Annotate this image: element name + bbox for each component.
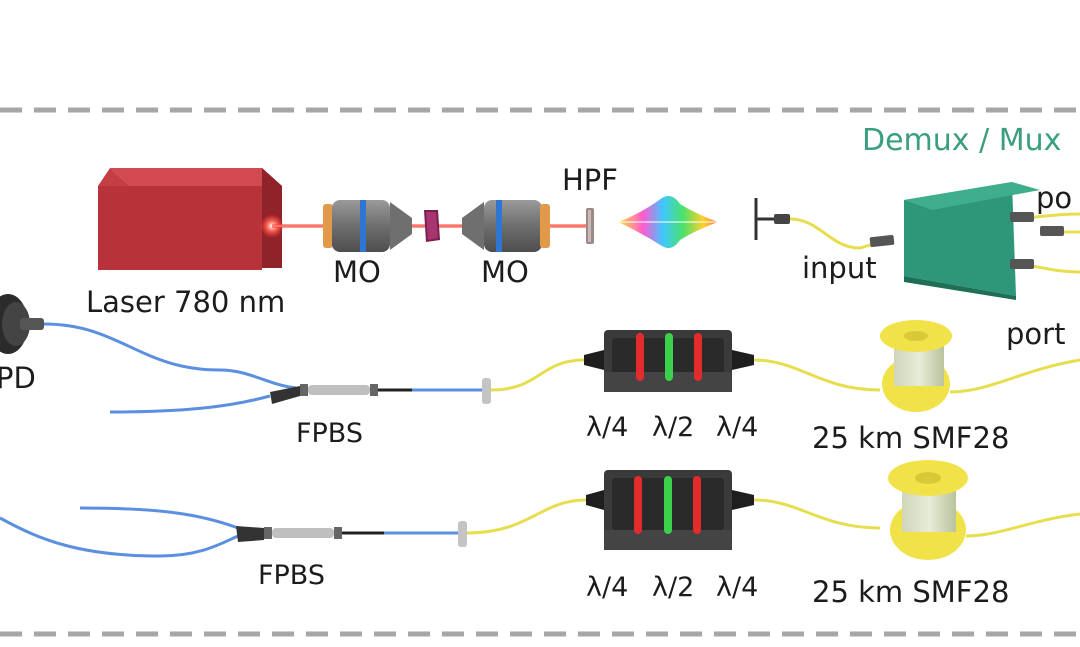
fiber-splitter-top bbox=[270, 384, 412, 404]
port-bottom-label: port bbox=[1006, 317, 1066, 351]
fiber-splitter-bottom bbox=[236, 526, 384, 542]
microscope-objective-right bbox=[462, 200, 550, 252]
laser-box bbox=[98, 168, 284, 270]
half-wave-label-bottom: λ/2 bbox=[652, 572, 695, 603]
fiber-spool-bottom bbox=[888, 460, 968, 560]
fiber-bottom-label: 25 km SMF28 bbox=[812, 575, 1010, 609]
hpf-label: HPF bbox=[562, 163, 618, 197]
fiber-spool-top bbox=[880, 320, 952, 412]
pd-label: PD bbox=[0, 361, 36, 395]
filter-plate bbox=[586, 208, 594, 244]
quarter-wave-label-bottom-left: λ/4 bbox=[586, 572, 629, 603]
mo-left-label: MO bbox=[333, 255, 381, 289]
waveplate-mount-top bbox=[584, 330, 754, 392]
mo-right-label: MO bbox=[481, 255, 529, 289]
input-label: input bbox=[802, 251, 877, 285]
fpbs-top-label: FPBS bbox=[296, 418, 363, 449]
quarter-wave-label-top-left: λ/4 bbox=[586, 412, 629, 443]
half-wave-label-top: λ/2 bbox=[652, 412, 695, 443]
fiber-top-label: 25 km SMF28 bbox=[812, 421, 1010, 455]
demux-mux-label: Demux / Mux bbox=[862, 123, 1062, 158]
quarter-wave-label-top-right: λ/4 bbox=[716, 412, 759, 443]
fiber-connector-row2 bbox=[458, 521, 467, 547]
quarter-wave-label-bottom-right: λ/4 bbox=[716, 572, 759, 603]
fpbs-bottom-label: FPBS bbox=[258, 560, 325, 591]
fiber-row1-lower bbox=[109, 394, 271, 414]
fiber-row2-upper bbox=[79, 506, 239, 530]
fiber-row2-lower bbox=[0, 516, 239, 558]
spectrum-pulse bbox=[618, 196, 720, 248]
fiber-coupler bbox=[754, 198, 790, 240]
crystal bbox=[424, 210, 440, 242]
fiber-pd bbox=[43, 322, 297, 390]
microscope-objective-left bbox=[323, 200, 412, 252]
fiber-input bbox=[789, 217, 881, 250]
port-top-label: po bbox=[1036, 181, 1073, 215]
fiber-connector-row1 bbox=[482, 378, 491, 404]
photodetector bbox=[0, 294, 44, 354]
waveplate-mount-bottom bbox=[586, 470, 754, 550]
laser-label: Laser 780 nm bbox=[86, 285, 286, 319]
demux-box bbox=[904, 182, 1040, 300]
